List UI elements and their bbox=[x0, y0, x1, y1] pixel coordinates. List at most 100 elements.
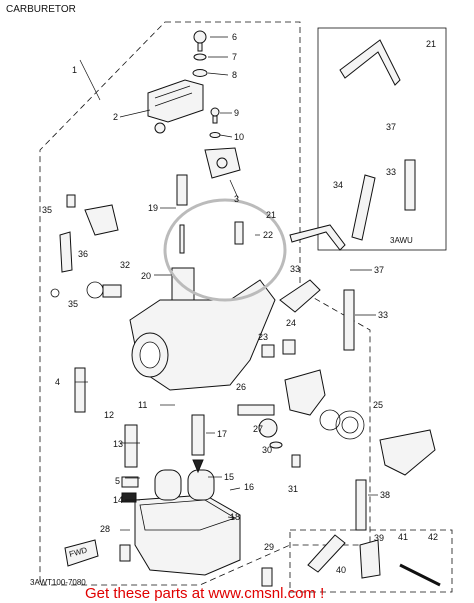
callout-33-inset: 33 bbox=[386, 167, 396, 177]
assembly-boundary bbox=[39, 21, 371, 586]
callout-10: 10 bbox=[234, 132, 244, 142]
inset-box-lower bbox=[289, 529, 453, 593]
screw-part-29 bbox=[261, 567, 273, 587]
callout-2: 2 bbox=[113, 112, 118, 122]
screw-part-6 bbox=[193, 30, 207, 52]
intake-bore-inner bbox=[139, 341, 161, 369]
fitting-part-39 bbox=[359, 539, 381, 579]
callout-25: 25 bbox=[373, 400, 383, 410]
callout-15: 15 bbox=[224, 472, 234, 482]
callout-1: 1 bbox=[72, 65, 77, 75]
callout-41: 41 bbox=[398, 532, 408, 542]
washer-part-24 bbox=[282, 339, 296, 355]
callout-37-inset: 37 bbox=[386, 122, 396, 132]
callout-9: 9 bbox=[234, 108, 239, 118]
callout-21-inset: 21 bbox=[426, 39, 436, 49]
needle-jet-part-13 bbox=[124, 424, 138, 468]
callout-33b: 33 bbox=[378, 310, 388, 320]
oring-part-8 bbox=[192, 69, 208, 77]
callout-17: 17 bbox=[217, 429, 227, 439]
spring-inner bbox=[341, 416, 359, 434]
screw-part-9 bbox=[210, 107, 220, 124]
callout-36: 36 bbox=[78, 249, 88, 259]
drawing-code: 3AWT100-7080 bbox=[30, 578, 86, 587]
callout-13: 13 bbox=[113, 439, 123, 449]
main-jet-part-5 bbox=[121, 476, 139, 488]
callout-28: 28 bbox=[100, 524, 110, 534]
callout-12: 12 bbox=[104, 410, 114, 420]
throttle-pulley bbox=[379, 429, 436, 476]
idle-adjust-part-27 bbox=[237, 404, 275, 416]
callout-4: 4 bbox=[55, 377, 60, 387]
oring-part-30 bbox=[269, 441, 283, 449]
callout-40: 40 bbox=[336, 565, 346, 575]
callout-29: 29 bbox=[264, 542, 274, 552]
inset-hose-part-21 bbox=[339, 39, 401, 86]
callout-11: 11 bbox=[138, 400, 147, 410]
vent-hose-part-33b bbox=[343, 289, 355, 351]
cap-screw bbox=[154, 122, 166, 134]
needle-valve bbox=[192, 459, 204, 474]
callout-16: 16 bbox=[244, 482, 254, 492]
callout-3: 3 bbox=[234, 194, 239, 204]
needle-spring-part-19 bbox=[176, 174, 188, 206]
pilot-screw-part-4 bbox=[74, 367, 86, 413]
callout-31: 31 bbox=[288, 484, 298, 494]
callout-30: 30 bbox=[262, 445, 272, 455]
hose-part-40 bbox=[307, 534, 346, 573]
callout-24: 24 bbox=[286, 318, 296, 328]
callout-18: 18 bbox=[230, 512, 240, 522]
inset-hose-part-33 bbox=[404, 159, 416, 211]
inset-box-3awu bbox=[317, 27, 447, 251]
spring-part-32 bbox=[86, 281, 104, 299]
lever-pivot bbox=[216, 157, 228, 169]
callout-7: 7 bbox=[232, 52, 237, 62]
callout-33a: 33 bbox=[290, 264, 300, 274]
idle-adjust-knob bbox=[258, 418, 278, 438]
carburetor-cap-part-2 bbox=[147, 79, 204, 123]
needle-part bbox=[179, 224, 185, 254]
vent-hose-part-21 bbox=[289, 224, 346, 251]
plug-part-32 bbox=[102, 284, 122, 298]
callout-6: 6 bbox=[232, 32, 237, 42]
callout-labels: 1 2 3 4 5 6 7 8 9 10 11 12 13 14 15 16 1… bbox=[42, 32, 438, 575]
callout-26: 26 bbox=[236, 382, 246, 392]
callout-38: 38 bbox=[380, 490, 390, 500]
oring-part-10 bbox=[209, 132, 221, 138]
leader-lines bbox=[75, 36, 378, 531]
float-part-15 bbox=[154, 469, 182, 501]
callout-35b: 35 bbox=[68, 299, 78, 309]
callout-42: 42 bbox=[428, 532, 438, 542]
vent-hose-part-34 bbox=[351, 174, 376, 241]
fwd-arrow bbox=[64, 539, 99, 567]
drain-screw-part-28 bbox=[119, 544, 131, 562]
throttle-stop-screw-part-17 bbox=[191, 414, 205, 456]
float-bowl-part-18 bbox=[134, 494, 241, 576]
elbow-fitting bbox=[84, 204, 119, 236]
callout-35a: 35 bbox=[42, 205, 52, 215]
callout-39: 39 bbox=[374, 533, 384, 543]
plug-part-14 bbox=[121, 492, 137, 503]
inset-tag-3awu: 3AWU bbox=[390, 236, 413, 245]
promo-banner-link[interactable]: Get these parts at www.cmsnl.com ! bbox=[85, 585, 324, 602]
drain-hose-part-36 bbox=[59, 231, 73, 273]
callout-14: 14 bbox=[113, 495, 123, 505]
float-part-15b bbox=[187, 469, 215, 501]
coil-spring bbox=[319, 409, 341, 431]
watermark-logo bbox=[163, 198, 287, 302]
callout-34: 34 bbox=[333, 180, 343, 190]
callout-19: 19 bbox=[148, 203, 158, 213]
bolt-part-31 bbox=[291, 454, 301, 468]
ring-part-35b bbox=[50, 288, 60, 298]
gasket-part-18 bbox=[139, 499, 236, 531]
washer-part-7 bbox=[193, 53, 207, 61]
callout-5: 5 bbox=[115, 476, 120, 486]
vent-hose-part-33 bbox=[279, 279, 321, 313]
pin-part-42 bbox=[399, 563, 441, 587]
callout-32: 32 bbox=[120, 260, 130, 270]
hose-part-38 bbox=[355, 479, 367, 531]
bolt-part-22 bbox=[234, 221, 244, 245]
page-title: CARBURETOR bbox=[6, 4, 76, 15]
callout-20: 20 bbox=[141, 271, 151, 281]
